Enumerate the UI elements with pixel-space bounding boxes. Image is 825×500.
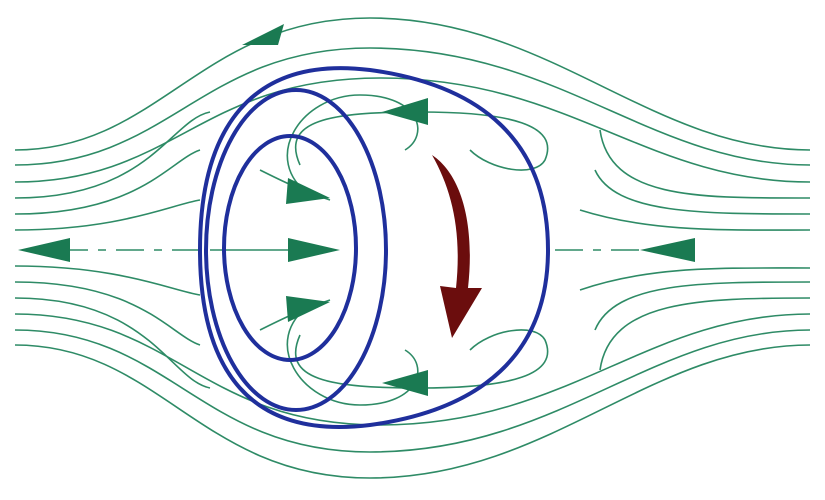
- arrow-right-icon: [286, 178, 330, 204]
- streamline: [14, 111, 211, 199]
- ring-front-outer-rim: [204, 88, 388, 412]
- streamline: [599, 129, 811, 199]
- rotation-arrow-body: [432, 155, 482, 338]
- lower-streamlines: [14, 265, 811, 479]
- ring-outer-outline: [197, 66, 551, 429]
- streamline: [579, 209, 811, 231]
- arrow-left-icon: [382, 370, 428, 396]
- circulation-loop-bottom: [294, 329, 549, 389]
- circulation-loop-bottom-inner: [286, 304, 419, 406]
- streamline: [14, 47, 811, 166]
- streamline: [14, 199, 201, 231]
- vortex-ring: [197, 66, 551, 429]
- arrow-left-icon: [242, 24, 284, 45]
- ring-front-inner-rim: [222, 134, 358, 362]
- streamline: [14, 344, 811, 479]
- streamline: [594, 169, 811, 215]
- streamline: [14, 149, 201, 215]
- arrow-left-icon: [382, 98, 428, 125]
- arrow-left-icon: [640, 238, 695, 262]
- streamline: [594, 281, 811, 331]
- streamline: [14, 265, 201, 296]
- arrow-right-icon: [286, 296, 330, 322]
- circulation-loop-top: [294, 111, 549, 171]
- rotation-arrow: [432, 155, 482, 338]
- streamline: [579, 267, 811, 291]
- streamline: [599, 297, 811, 371]
- arrow-left-icon: [18, 238, 70, 262]
- streamline: [14, 297, 211, 389]
- streamline: [14, 17, 811, 151]
- flow-arrows: [18, 24, 695, 396]
- streamline: [14, 77, 811, 183]
- streamline: [14, 329, 811, 453]
- arrow-right-icon: [288, 238, 340, 262]
- circulation-loop-top-inner: [286, 94, 419, 196]
- streamline: [14, 281, 201, 346]
- upper-streamlines: [14, 17, 811, 231]
